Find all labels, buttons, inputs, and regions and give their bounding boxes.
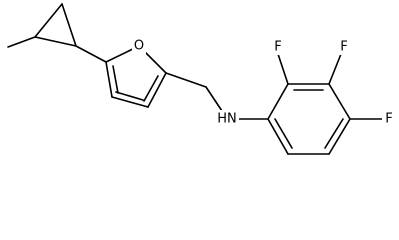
furan-bond-c4-c5 [105, 61, 113, 98]
linker [165, 72, 269, 120]
furan-bond-c2-c3 [147, 72, 167, 108]
benzene-bond-4-5 [328, 118, 351, 155]
methylcyclopropyl-group [7, 3, 107, 63]
benzene-bond-6-1-inner [274, 118, 293, 149]
benzene-bond-6-1 [267, 118, 289, 155]
amine-label: HN [217, 112, 237, 127]
trifluorophenyl-ring [267, 53, 383, 155]
ch2-nh-bond [205, 86, 223, 112]
cyclopropane-bond-c [34, 36, 77, 47]
fluorine-4-label: F [385, 112, 392, 127]
furan-bond-c3-c4-inner [115, 91, 144, 101]
cyclopropane-bond-b [61, 3, 77, 47]
furan-bond-c3-c4 [111, 96, 149, 108]
furan-bond-c2-c3-inner [143, 75, 159, 102]
benzene-bond-4-5-inner [324, 118, 344, 149]
c2-f-bond [277, 53, 289, 85]
atom-labels: O HN F F F [132, 38, 396, 128]
methyl-bond [7, 36, 36, 48]
furan-bond-c4-c5-inner [112, 65, 119, 94]
benzene-bond-3-4 [328, 83, 351, 120]
furan-ring [105, 45, 167, 108]
oxygen-label: O [134, 39, 144, 54]
furan-ch2-bond [165, 72, 207, 88]
c3-f-bond [328, 53, 342, 85]
benzene-bond-1-2 [267, 83, 289, 120]
cyclopropyl-furan-bond [75, 45, 107, 63]
fluorine-3-label: F [340, 40, 347, 55]
fluorine-2-label: F [274, 40, 281, 55]
cyclopropane-bond-a [34, 3, 63, 38]
molecule-structure: O HN F F F [7, 3, 396, 155]
